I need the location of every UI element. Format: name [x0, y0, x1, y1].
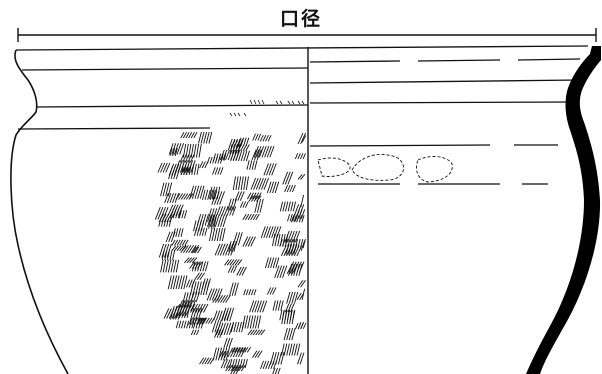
vessel-left-profile	[10, 49, 69, 374]
cord-mark-texture	[154, 131, 307, 374]
rim-lines-exterior	[15, 45, 589, 130]
rim-decoration-marks	[229, 99, 305, 117]
interior-adhesion-marks	[317, 154, 453, 183]
vessel-section-profile	[526, 46, 601, 374]
interior-lines	[309, 58, 581, 185]
rim-diameter-dimension	[17, 28, 597, 42]
rim-diameter-label: 口径	[279, 8, 322, 30]
